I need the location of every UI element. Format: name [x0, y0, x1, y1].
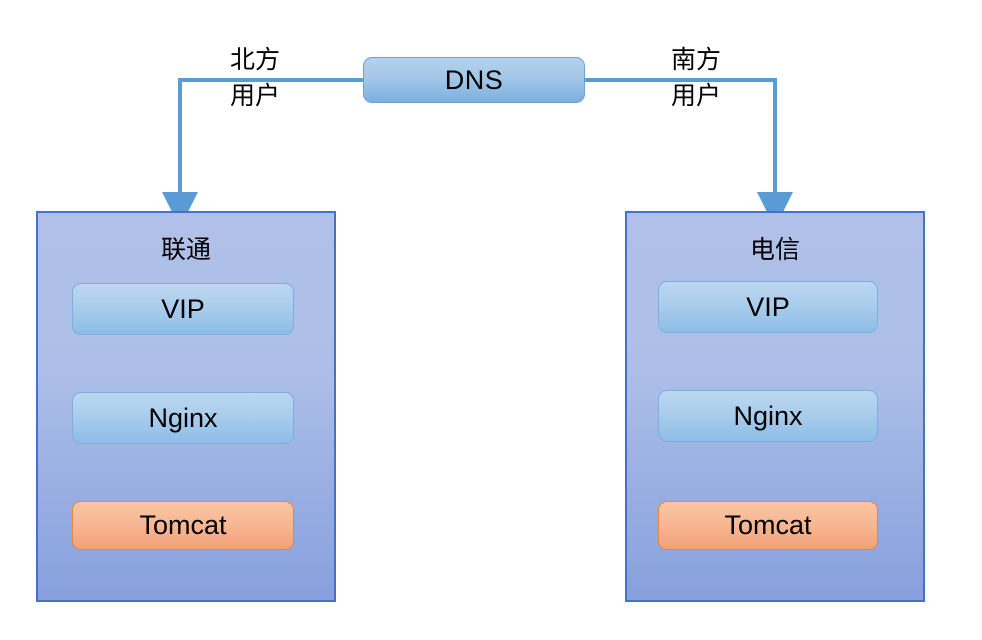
node-telecom-tomcat[interactable]: Tomcat [658, 501, 878, 550]
region-title-telecom: 电信 [749, 236, 800, 264]
edge-label-north-users: 北方 用户 [195, 42, 315, 114]
edge-label-south-users-line1: 南方 [670, 46, 721, 74]
region-panel-telecom[interactable]: 电信 VIP Nginx Tomcat [625, 211, 925, 602]
region-title-unicom: 联通 [160, 236, 211, 264]
node-unicom-vip-label: VIP [161, 293, 205, 324]
node-telecom-tomcat-label: Tomcat [724, 510, 812, 540]
edge-label-north-users-line2: 用户 [229, 82, 280, 110]
node-unicom-vip[interactable]: VIP [72, 283, 294, 335]
region-panel-unicom[interactable]: 联通 VIP Nginx Tomcat [36, 211, 336, 602]
node-telecom-vip-label: VIP [746, 291, 790, 322]
node-unicom-nginx[interactable]: Nginx [72, 392, 294, 444]
edge-label-south-users: 南方 用户 [636, 42, 756, 114]
node-unicom-tomcat-label: Tomcat [139, 510, 227, 540]
edge-label-south-users-line2: 用户 [670, 82, 721, 110]
node-telecom-nginx-label: Nginx [733, 400, 803, 431]
node-unicom-tomcat[interactable]: Tomcat [72, 501, 294, 550]
dns-node[interactable]: DNS [363, 57, 585, 103]
dns-node-label: DNS [444, 64, 504, 95]
node-telecom-vip[interactable]: VIP [658, 281, 878, 333]
edge-label-north-users-line1: 北方 [229, 46, 280, 74]
node-telecom-nginx[interactable]: Nginx [658, 390, 878, 442]
node-unicom-nginx-label: Nginx [148, 402, 218, 433]
